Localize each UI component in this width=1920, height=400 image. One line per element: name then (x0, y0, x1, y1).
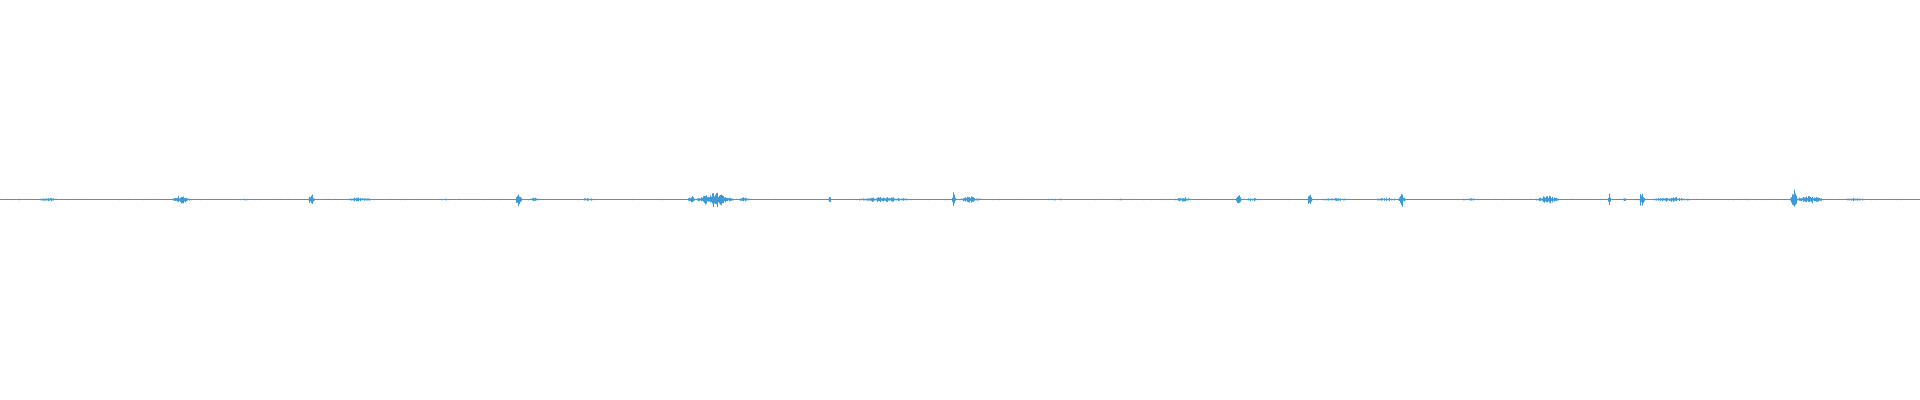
waveform-signal (0, 189, 1920, 207)
